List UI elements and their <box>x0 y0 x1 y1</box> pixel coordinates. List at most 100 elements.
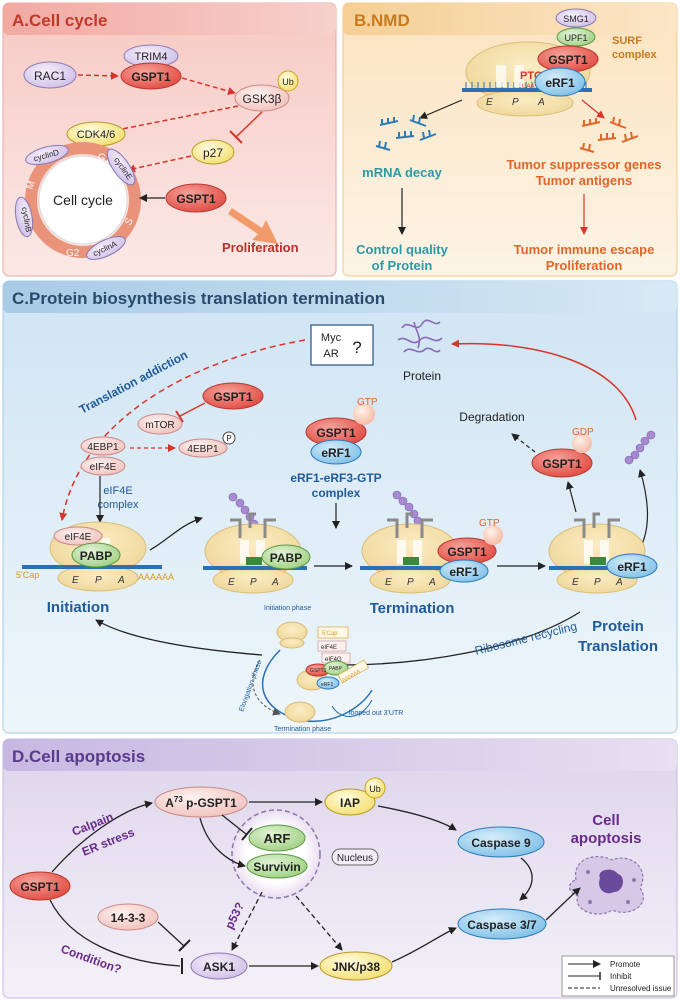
initiation-phase-label: Initiation phase <box>264 605 311 612</box>
gspt1-node-d <box>9 871 71 901</box>
arrow-nmd-tumor <box>581 99 605 119</box>
tumor-label-1: Tumor suppressor genes <box>506 157 661 172</box>
cdk46-label: CDK4/6 <box>77 129 116 141</box>
survivin-node <box>246 853 308 879</box>
mtor-label: mTOR <box>145 420 174 431</box>
4ebp1-node <box>80 436 126 456</box>
init-site-p: P <box>95 575 102 586</box>
arrow-gspt1-gsk3b <box>181 77 236 95</box>
rac1-label: RAC1 <box>34 69 66 83</box>
arf-node <box>248 824 306 852</box>
inhibit-gspt1-ask1 <box>49 899 181 967</box>
panel-a: RAC1 TRIM4 GSPT1 GSK3β Ub CDK4/6 p27 Cel… <box>14 44 299 260</box>
cyclin-e-node <box>106 148 136 186</box>
inhibit-bar-arf <box>241 827 253 841</box>
decay-fragments-icon <box>375 114 437 151</box>
term-site-e: E <box>385 577 392 588</box>
panel-c: Myc AR ? Protein Translation addiction G… <box>16 319 658 733</box>
nucleus-label: Nucleus <box>337 853 373 864</box>
term-site-a: A <box>428 577 436 588</box>
arrow-jnk-casp37 <box>391 927 457 963</box>
arf-label: ARF <box>264 831 291 846</box>
eif4e-node-init <box>53 526 103 546</box>
caspase9-label: Caspase 9 <box>471 836 531 850</box>
iap-node <box>324 788 376 816</box>
panel-d: ARF Survivin Nucleus A73 p-GSPT1 GSPT1 C… <box>9 777 675 997</box>
gspt1-label-c1: GSPT1 <box>213 390 253 404</box>
phase-s: S <box>123 216 136 228</box>
arrow-casp37-apoptosis <box>545 887 581 921</box>
protein-label: Protein <box>403 369 441 383</box>
escape-label-2: Proliferation <box>546 258 623 273</box>
panel-b: E P A PTC UAA SMG1 UPF1 GSPT1 SURF compl… <box>356 8 662 273</box>
cyclin-b-node <box>14 196 34 238</box>
mini-eif4e-label: eIF4E <box>321 645 337 651</box>
4ebp1-label: 4EBP1 <box>87 442 119 453</box>
mrna-decay-label: mRNA decay <box>362 165 442 180</box>
arrow-a73-survivin <box>199 817 246 869</box>
ub-label-d: Ub <box>369 784 381 794</box>
cap-label: 5'Cap <box>16 570 39 580</box>
gtp-ball-2 <box>483 525 503 545</box>
erf-complex-label-2: complex <box>312 486 361 500</box>
gspt1-node-c1 <box>202 382 264 410</box>
mini-gspt1-label: GSPT1 <box>310 668 327 674</box>
eif4e-label-c: eIF4E <box>90 462 117 473</box>
protein-translation-label-1: Protein <box>592 618 644 635</box>
ub-badge-a <box>277 70 299 92</box>
protein-translation-label-2: Translation <box>578 638 658 655</box>
gdp-ball <box>572 433 592 453</box>
arrow-nucleus-ask1 <box>231 891 263 951</box>
surf-complex-label: complex <box>612 49 658 61</box>
gspt1-label-b: GSPT1 <box>548 53 588 67</box>
panel-b-title-bar <box>343 3 677 35</box>
arrow-protein-return <box>451 339 637 421</box>
trim4-label: TRIM4 <box>135 51 168 63</box>
legend-inhibit: Inhibit <box>610 972 632 981</box>
4ebp1p-node <box>178 438 228 458</box>
gspt1-label-c3: GSPT1 <box>542 457 582 471</box>
ub-label-a: Ub <box>282 77 294 87</box>
panel-c-title: C.Protein biosynthesis translation termi… <box>12 289 385 308</box>
caspase37-label: Caspase 3/7 <box>467 918 537 932</box>
erf1-label-c4: eRF1 <box>449 565 479 579</box>
smg1-label: SMG1 <box>563 14 589 24</box>
pt-site-p: P <box>594 577 601 588</box>
question-label: ? <box>352 338 361 357</box>
arrow-nmd-decay <box>419 99 463 119</box>
pt-site-a: A <box>615 577 623 588</box>
panel-b-title: B.NMD <box>354 11 410 30</box>
phospho-label: P <box>226 434 231 443</box>
arrow-recycling <box>339 611 581 666</box>
cell-apoptosis-label-1: Cell <box>592 812 620 829</box>
a73-node <box>154 786 248 818</box>
eif4e-complex-label-2: complex <box>98 499 139 511</box>
termination-label: Termination <box>370 600 455 617</box>
ask1-label: ASK1 <box>203 960 235 974</box>
arrow-iap-casp9 <box>377 805 457 831</box>
inhibit-gsk3b-p27 <box>235 111 263 138</box>
gtp-label-1: GTP <box>357 397 378 408</box>
control-label-2: of Protein <box>372 258 433 273</box>
panel-a-title-bar <box>3 3 336 35</box>
mini-loop-diagram <box>252 621 373 723</box>
arrow-p27-cycle <box>127 155 192 173</box>
rac1-node <box>23 61 77 89</box>
mini-erf1-label: eRF1 <box>321 682 333 688</box>
survivin-label: Survivin <box>253 860 300 874</box>
jnk-label: JNK/p38 <box>332 960 380 974</box>
jnk-node <box>319 951 393 981</box>
phase-m: M <box>24 179 37 191</box>
peptide-chain-3 <box>624 430 656 465</box>
phase-g2: G2 <box>66 248 80 259</box>
gspt1-node-a <box>120 62 182 90</box>
cell-cycle-ring <box>25 142 141 258</box>
gspt1-label-c2: GSPT1 <box>316 426 356 440</box>
gspt1-label-a2: GSPT1 <box>176 192 216 206</box>
myc-label: Myc <box>321 332 342 344</box>
inhibit-gspt1-mtor <box>179 402 206 417</box>
panel-d-title: D.Cell apoptosis <box>12 747 145 766</box>
arrow-gsk3b-cdk <box>111 105 239 134</box>
pabp-label-elong: PABP <box>270 551 302 565</box>
panel-c-title-bar <box>3 281 677 313</box>
